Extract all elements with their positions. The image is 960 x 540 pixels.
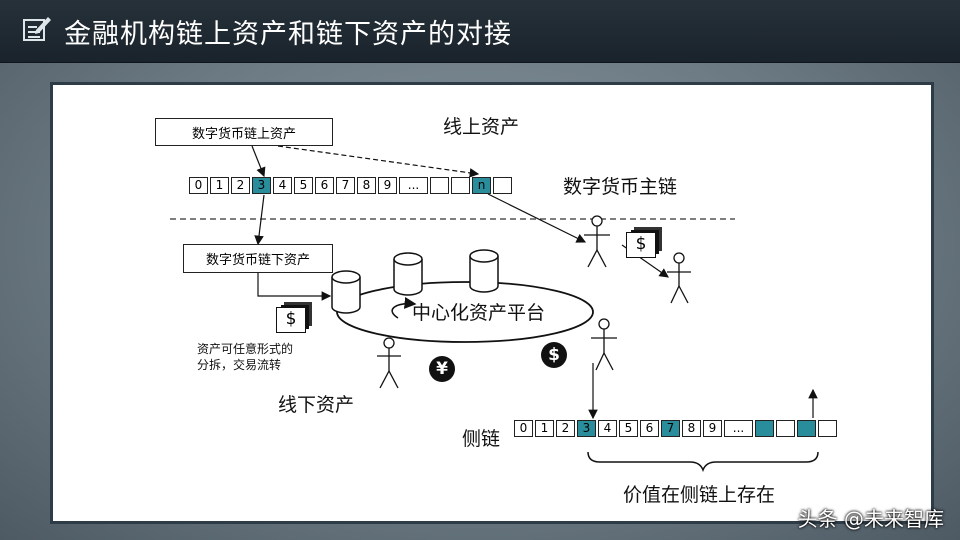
chain-block: 3 bbox=[252, 177, 271, 194]
main-chain-label: 数字货币主链 bbox=[563, 176, 678, 198]
database-icon bbox=[393, 252, 423, 296]
chain-block: 5 bbox=[294, 177, 313, 194]
chain-block: 5 bbox=[619, 420, 638, 437]
edit-note-icon bbox=[23, 17, 51, 41]
chain-block bbox=[776, 420, 795, 437]
split-note-line1: 资产可任意形式的 bbox=[197, 342, 294, 356]
chain-block bbox=[430, 177, 449, 194]
diagram-panel bbox=[50, 82, 934, 524]
chain-block: 0 bbox=[514, 420, 533, 437]
chain-block: ... bbox=[399, 177, 428, 194]
chain-block: 8 bbox=[357, 177, 376, 194]
onchain-assets-label: 线上资产 bbox=[443, 116, 520, 138]
person-icon bbox=[584, 215, 610, 268]
chain-block bbox=[755, 420, 774, 437]
split-note-line2: 分拆，交易流转 bbox=[197, 358, 282, 372]
chain-block: ... bbox=[724, 420, 753, 437]
chain-block: 6 bbox=[315, 177, 334, 194]
chain-block: 1 bbox=[210, 177, 229, 194]
chain-block: 2 bbox=[556, 420, 575, 437]
dollar-coin-icon: $ bbox=[541, 342, 567, 368]
chain-block: 2 bbox=[231, 177, 250, 194]
slide-title: 金融机构链上资产和链下资产的对接 bbox=[64, 19, 512, 50]
chain-block: 9 bbox=[378, 177, 397, 194]
yen-coin-icon: ¥ bbox=[429, 356, 455, 382]
chain-block: 7 bbox=[661, 420, 680, 437]
chain-block: 4 bbox=[598, 420, 617, 437]
platform-label: 中心化资产平台 bbox=[412, 302, 546, 324]
chain-block bbox=[493, 177, 512, 194]
database-icon bbox=[331, 270, 361, 314]
chain-block: 9 bbox=[703, 420, 722, 437]
person-icon bbox=[377, 337, 401, 389]
offchain-assets-label: 线下资产 bbox=[278, 394, 355, 416]
side-chain-label: 侧链 bbox=[462, 428, 501, 450]
chain-block: n bbox=[472, 177, 491, 194]
dollar-bill-icon: $ bbox=[626, 232, 656, 258]
watermark: 头条 @未来智库 bbox=[797, 507, 944, 531]
chain-block: 4 bbox=[273, 177, 292, 194]
chain-block: 6 bbox=[640, 420, 659, 437]
chain-block: 7 bbox=[336, 177, 355, 194]
person-icon bbox=[667, 252, 691, 304]
database-icon bbox=[469, 249, 499, 293]
chain-block bbox=[451, 177, 470, 194]
title-bar: 金融机构链上资产和链下资产的对接 bbox=[0, 0, 960, 63]
offchain-assets-box: 数字货币链下资产 bbox=[183, 244, 333, 273]
chain-block: 0 bbox=[189, 177, 208, 194]
chain-block: 1 bbox=[535, 420, 554, 437]
chain-block: 3 bbox=[577, 420, 596, 437]
dollar-bill-icon: $ bbox=[276, 307, 306, 333]
chain-block: 8 bbox=[682, 420, 701, 437]
chain-block bbox=[797, 420, 816, 437]
onchain-assets-box: 数字货币链上资产 bbox=[155, 118, 333, 146]
chain-block bbox=[818, 420, 837, 437]
person-icon bbox=[591, 318, 617, 371]
value-note-label: 价值在侧链上存在 bbox=[623, 484, 776, 506]
